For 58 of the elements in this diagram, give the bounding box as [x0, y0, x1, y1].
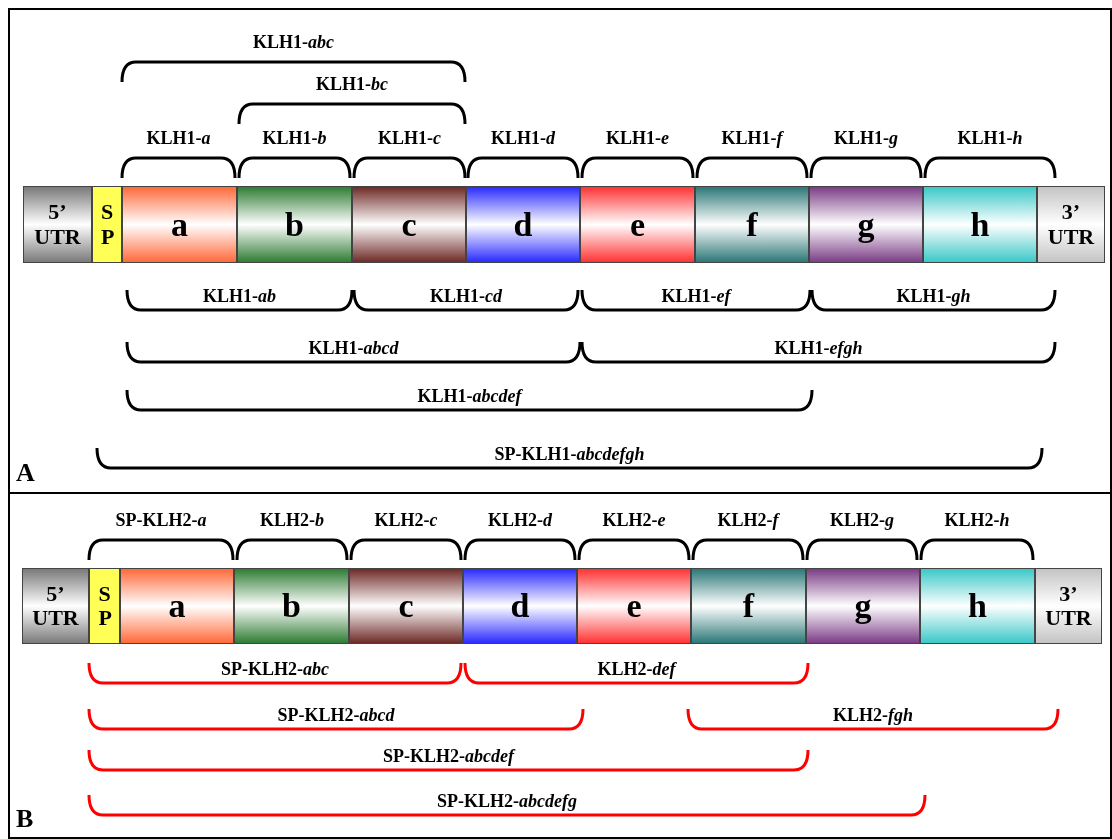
- construct-label: KLH1-gh: [896, 286, 971, 307]
- construct-label: KLH2-b: [260, 510, 324, 531]
- domain-segment: g: [809, 186, 923, 263]
- utr-segment: 3’ UTR: [1035, 568, 1102, 644]
- domain-segment: e: [580, 186, 695, 263]
- construct-label: KLH2-def: [597, 659, 676, 680]
- panel-letter: A: [16, 458, 35, 488]
- construct-label: SP-KLH2-abcdef: [383, 746, 514, 767]
- signal-peptide-segment: S P: [89, 568, 120, 644]
- construct-label: KLH1-b: [262, 128, 327, 149]
- domain-segment: b: [237, 186, 352, 263]
- domain-segment: a: [122, 186, 237, 263]
- construct-label: KLH2-c: [374, 510, 438, 531]
- construct-label: KLH1-ab: [203, 286, 276, 307]
- domain-segment: e: [577, 568, 691, 644]
- domain-segment: c: [349, 568, 463, 644]
- domain-segment: h: [923, 186, 1037, 263]
- panel-frame: [8, 8, 1112, 494]
- construct-label: KLH1-abcd: [308, 338, 399, 359]
- construct-label: SP-KLH2-a: [115, 510, 207, 531]
- construct-label: SP-KLH2-abcd: [277, 705, 395, 726]
- construct-label: KLH1-e: [606, 128, 669, 149]
- domain-segment: f: [695, 186, 809, 263]
- domain-segment: a: [120, 568, 234, 644]
- utr-segment: 5’ UTR: [23, 186, 92, 263]
- construct-label: SP-KLH2-abc: [221, 659, 329, 680]
- domain-segment: h: [920, 568, 1035, 644]
- utr-segment: 3’ UTR: [1037, 186, 1105, 263]
- construct-label: KLH1-a: [146, 128, 211, 149]
- construct-label: KLH1-efgh: [774, 338, 863, 359]
- construct-label: KLH2-h: [944, 510, 1010, 531]
- construct-label: KLH1-c: [378, 128, 441, 149]
- construct-label: KLH2-f: [717, 510, 779, 531]
- construct-label: KLH1-cd: [430, 286, 502, 307]
- construct-label: KLH2-fgh: [833, 705, 913, 726]
- domain-segment: g: [806, 568, 920, 644]
- construct-label: KLH1-bc: [316, 74, 388, 95]
- construct-label: KLH2-g: [830, 510, 894, 531]
- domain-segment: d: [463, 568, 577, 644]
- signal-peptide-segment: S P: [92, 186, 122, 263]
- construct-label: KLH1-h: [957, 128, 1023, 149]
- construct-label: KLH1-abcdef: [417, 386, 522, 407]
- domain-segment: f: [691, 568, 806, 644]
- construct-label: KLH1-f: [721, 128, 783, 149]
- construct-label: KLH2-d: [488, 510, 552, 531]
- construct-label: KLH2-e: [602, 510, 666, 531]
- construct-label: KLH1-ef: [661, 286, 731, 307]
- construct-label: KLH1-d: [491, 128, 555, 149]
- panel-letter: B: [16, 804, 34, 834]
- construct-label: KLH1-abc: [253, 32, 334, 53]
- domain-segment: b: [234, 568, 349, 644]
- utr-segment: 5’ UTR: [22, 568, 89, 644]
- construct-label: SP-KLH2-abcdefg: [437, 791, 577, 812]
- construct-label: KLH1-g: [834, 128, 898, 149]
- panel-frame: [8, 492, 1112, 839]
- construct-label: SP-KLH1-abcdefgh: [494, 444, 645, 465]
- domain-segment: c: [352, 186, 466, 263]
- domain-segment: d: [466, 186, 580, 263]
